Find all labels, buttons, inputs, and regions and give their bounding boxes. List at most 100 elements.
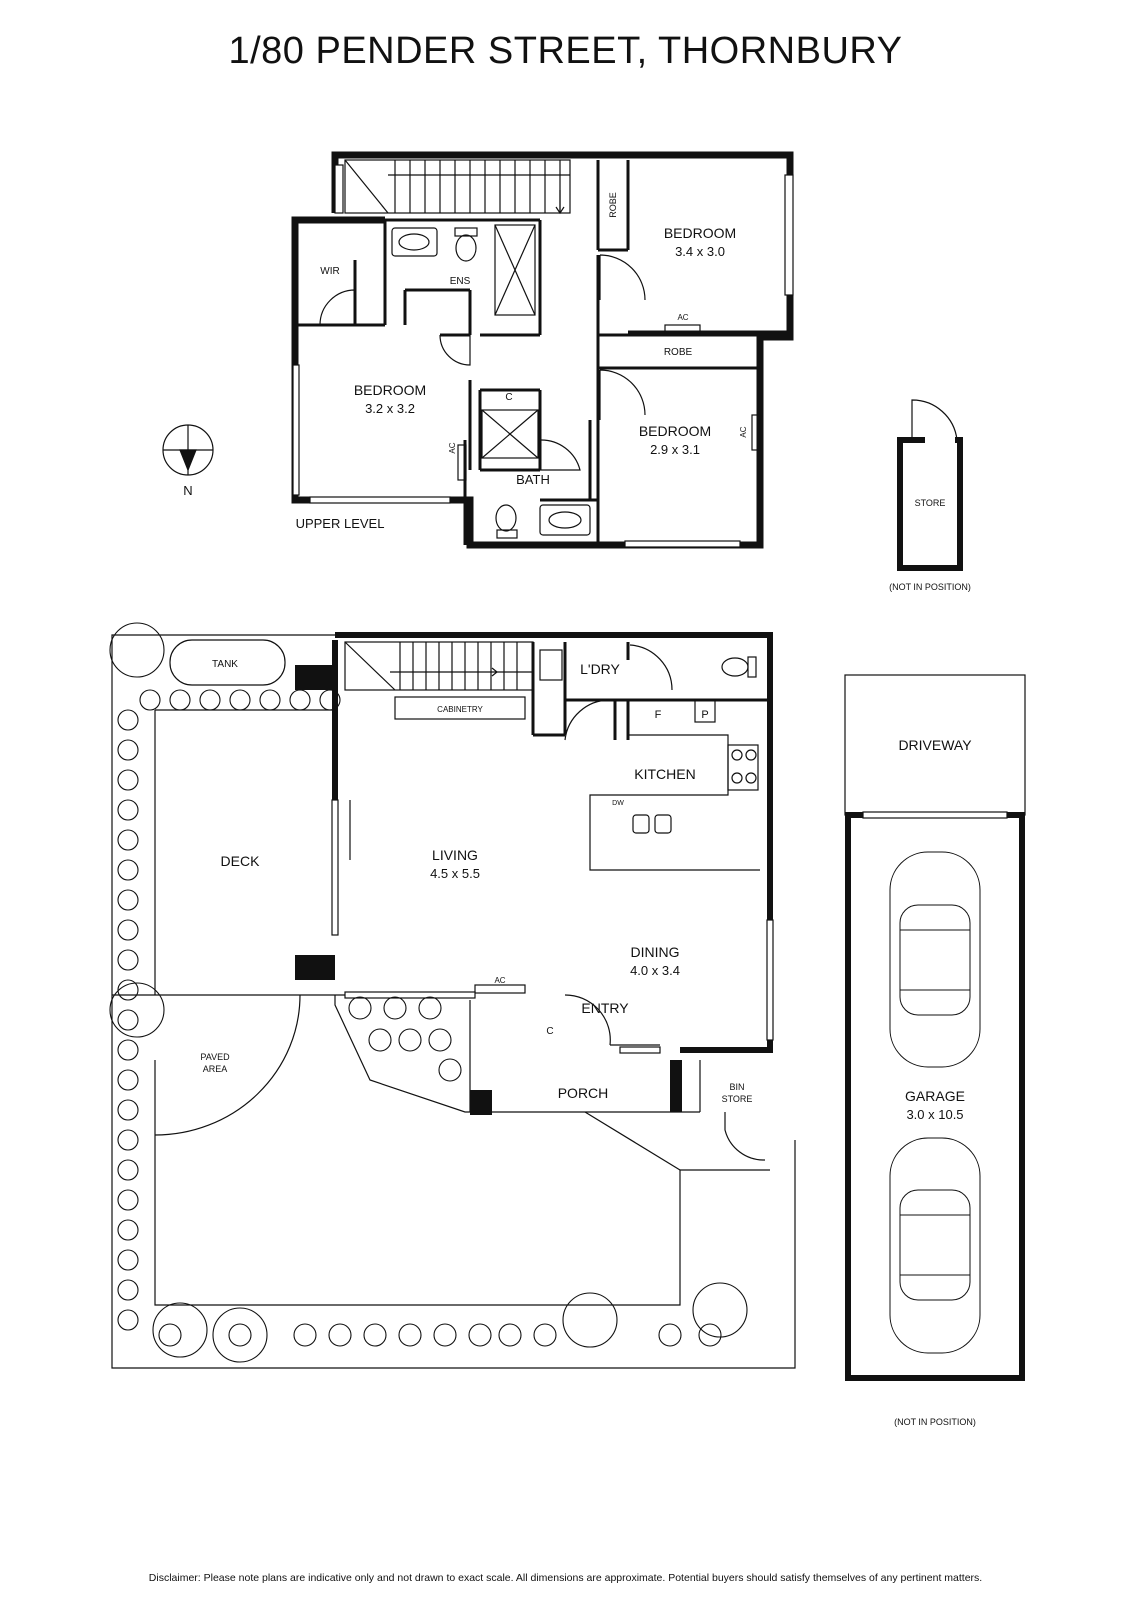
cabinetry-label: CABINETRY (437, 705, 483, 714)
porch-label: PORCH (558, 1085, 609, 1101)
shrub-icon (139, 689, 161, 711)
linen-label: C (505, 392, 512, 403)
shrub-icon (428, 1028, 452, 1052)
ensuite-shower (494, 224, 536, 316)
coat-label: C (546, 1026, 553, 1037)
site-boundary (111, 634, 796, 1369)
bath-shower (481, 409, 539, 459)
landscaping-shrubs (109, 622, 748, 1363)
shrub-icon (658, 1323, 682, 1347)
shrub-icon (117, 979, 139, 1001)
tree-icon (562, 1292, 618, 1348)
garage-name: GARAGE (905, 1088, 965, 1104)
shrub-icon (117, 1069, 139, 1091)
ac-ne-label: AC (677, 313, 688, 322)
shrub-icon (117, 799, 139, 821)
upper-windows (292, 164, 794, 548)
bedroom-se-dims: 2.9 x 3.1 (650, 442, 700, 457)
fridge-label: F (655, 709, 662, 721)
ens-label: ENS (450, 276, 471, 287)
pantry-label: P (701, 709, 708, 721)
paved-label-2: AREA (203, 1064, 228, 1074)
paved-label-1: PAVED (200, 1052, 230, 1062)
shrub-icon (117, 1039, 139, 1061)
shrub-icon (363, 1323, 387, 1347)
shrub-icon (117, 919, 139, 941)
entry-label: ENTRY (581, 1000, 629, 1016)
shrub-icon (293, 1323, 317, 1347)
shrub-icon (117, 949, 139, 971)
store-note: (NOT IN POSITION) (889, 582, 971, 592)
shrub-icon (117, 859, 139, 881)
shrub-icon (117, 829, 139, 851)
shrub-icon (117, 1249, 139, 1271)
shrub-icon (158, 1323, 182, 1347)
store-outline (897, 399, 963, 571)
compass-label: N (183, 483, 192, 498)
car-icon (889, 1137, 981, 1354)
dining-dims: 4.0 x 3.4 (630, 963, 680, 978)
shrub-icon (348, 996, 372, 1020)
bath-label: BATH (516, 472, 550, 487)
dining-name: DINING (631, 944, 680, 960)
wir-label: WIR (320, 266, 339, 277)
shrub-icon (383, 996, 407, 1020)
shrub-icon (319, 689, 341, 711)
shrub-icon (398, 1028, 422, 1052)
water-tank (169, 639, 286, 686)
driveway-label: DRIVEWAY (898, 737, 972, 753)
kitchen-label: KITCHEN (634, 766, 695, 782)
laundry-label: L'DRY (580, 661, 620, 677)
shrub-icon (199, 689, 221, 711)
shrub-icon (117, 1129, 139, 1151)
shrub-icon (289, 689, 311, 711)
shrub-icon (228, 1323, 252, 1347)
bin-label-2: STORE (722, 1094, 753, 1104)
garage-dims: 3.0 x 10.5 (906, 1107, 963, 1122)
shrub-icon (328, 1323, 352, 1347)
shrub-icon (698, 1323, 722, 1347)
tree-icon (109, 982, 165, 1038)
shrub-icon (433, 1323, 457, 1347)
ground-stair (344, 641, 534, 691)
shrub-icon (117, 1009, 139, 1031)
shrub-icon (468, 1323, 492, 1347)
shrub-icon (117, 1189, 139, 1211)
shrub-icon (398, 1323, 422, 1347)
tank-label: TANK (212, 659, 238, 670)
upper-level-label: UPPER LEVEL (296, 516, 385, 531)
compass-icon (162, 424, 214, 476)
store-label: STORE (915, 498, 946, 508)
shrub-icon (117, 1219, 139, 1241)
upper-level (291, 151, 794, 549)
garage-note: (NOT IN POSITION) (894, 1417, 976, 1427)
tree-icon (212, 1307, 268, 1363)
shrub-icon (368, 1028, 392, 1052)
shrub-icon (438, 1058, 462, 1082)
shrub-icon (498, 1323, 522, 1347)
bedroom-se-name: BEDROOM (639, 423, 711, 439)
shrub-icon (117, 1309, 139, 1331)
bedroom-w-name: BEDROOM (354, 382, 426, 398)
upper-doors (319, 254, 646, 471)
shrub-icon (169, 689, 191, 711)
living-name: LIVING (432, 847, 478, 863)
living-dims: 4.5 x 5.5 (430, 866, 480, 881)
bin-label-1: BIN (729, 1082, 744, 1092)
upper-fixtures (391, 227, 761, 539)
bedroom-ne-dims: 3.4 x 3.0 (675, 244, 725, 259)
upper-stair (344, 159, 571, 215)
disclaimer: Disclaimer: Please note plans are indica… (148, 1572, 983, 1584)
shrub-icon (117, 769, 139, 791)
garage-outline (844, 674, 1026, 1381)
ac-w-label: AC (448, 442, 457, 453)
tree-icon (692, 1282, 748, 1338)
car-icon (889, 851, 981, 1068)
shrub-icon (117, 739, 139, 761)
shrub-icon (117, 1279, 139, 1301)
bedroom-w-dims: 3.2 x 3.2 (365, 401, 415, 416)
shrub-icon (117, 1159, 139, 1181)
bedroom-ne-name: BEDROOM (664, 225, 736, 241)
robe-top-label: ROBE (608, 192, 618, 218)
